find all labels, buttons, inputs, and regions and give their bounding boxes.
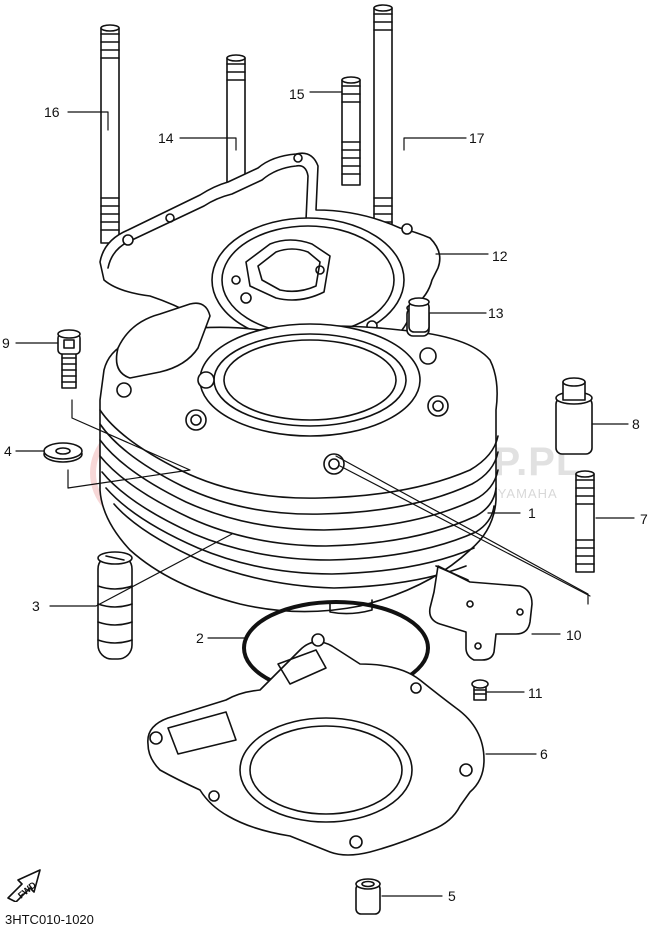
stud-16 bbox=[100, 24, 120, 244]
callout-11: 11 bbox=[528, 685, 543, 701]
diagram-code: 3HTC010-1020 bbox=[5, 912, 94, 927]
callout-10: 10 bbox=[566, 627, 582, 643]
callout-4: 4 bbox=[4, 443, 12, 459]
callout-13: 13 bbox=[488, 305, 504, 321]
callout-6: 6 bbox=[540, 746, 548, 762]
callout-3: 3 bbox=[32, 598, 40, 614]
callout-2: 2 bbox=[196, 630, 204, 646]
callout-12: 12 bbox=[492, 248, 508, 264]
stud-7 bbox=[575, 470, 595, 573]
base-gasket-6 bbox=[147, 633, 485, 856]
callout-5: 5 bbox=[448, 888, 456, 904]
breather-plate bbox=[115, 302, 211, 379]
dowel-8 bbox=[555, 377, 593, 455]
leader-lines bbox=[15, 91, 635, 897]
callout-7: 7 bbox=[640, 511, 648, 527]
washer-4 bbox=[43, 442, 83, 463]
stud-17 bbox=[373, 4, 393, 239]
callout-15: 15 bbox=[289, 86, 305, 102]
bracket-10 bbox=[428, 565, 533, 661]
bolt-9 bbox=[57, 329, 81, 389]
stud-15 bbox=[341, 76, 361, 186]
pin-3 bbox=[97, 551, 133, 660]
screw-11 bbox=[471, 679, 489, 701]
callout-9: 9 bbox=[2, 335, 10, 351]
callout-17: 17 bbox=[469, 130, 485, 146]
callout-8: 8 bbox=[632, 416, 640, 432]
dowel-5 bbox=[355, 878, 381, 915]
callout-14: 14 bbox=[158, 130, 174, 146]
fwd-arrow-icon: FWD bbox=[7, 869, 41, 902]
callout-1: 1 bbox=[528, 505, 536, 521]
callout-16: 16 bbox=[44, 104, 60, 120]
dowel-13 bbox=[408, 297, 430, 333]
cylinder-1 bbox=[99, 303, 499, 615]
